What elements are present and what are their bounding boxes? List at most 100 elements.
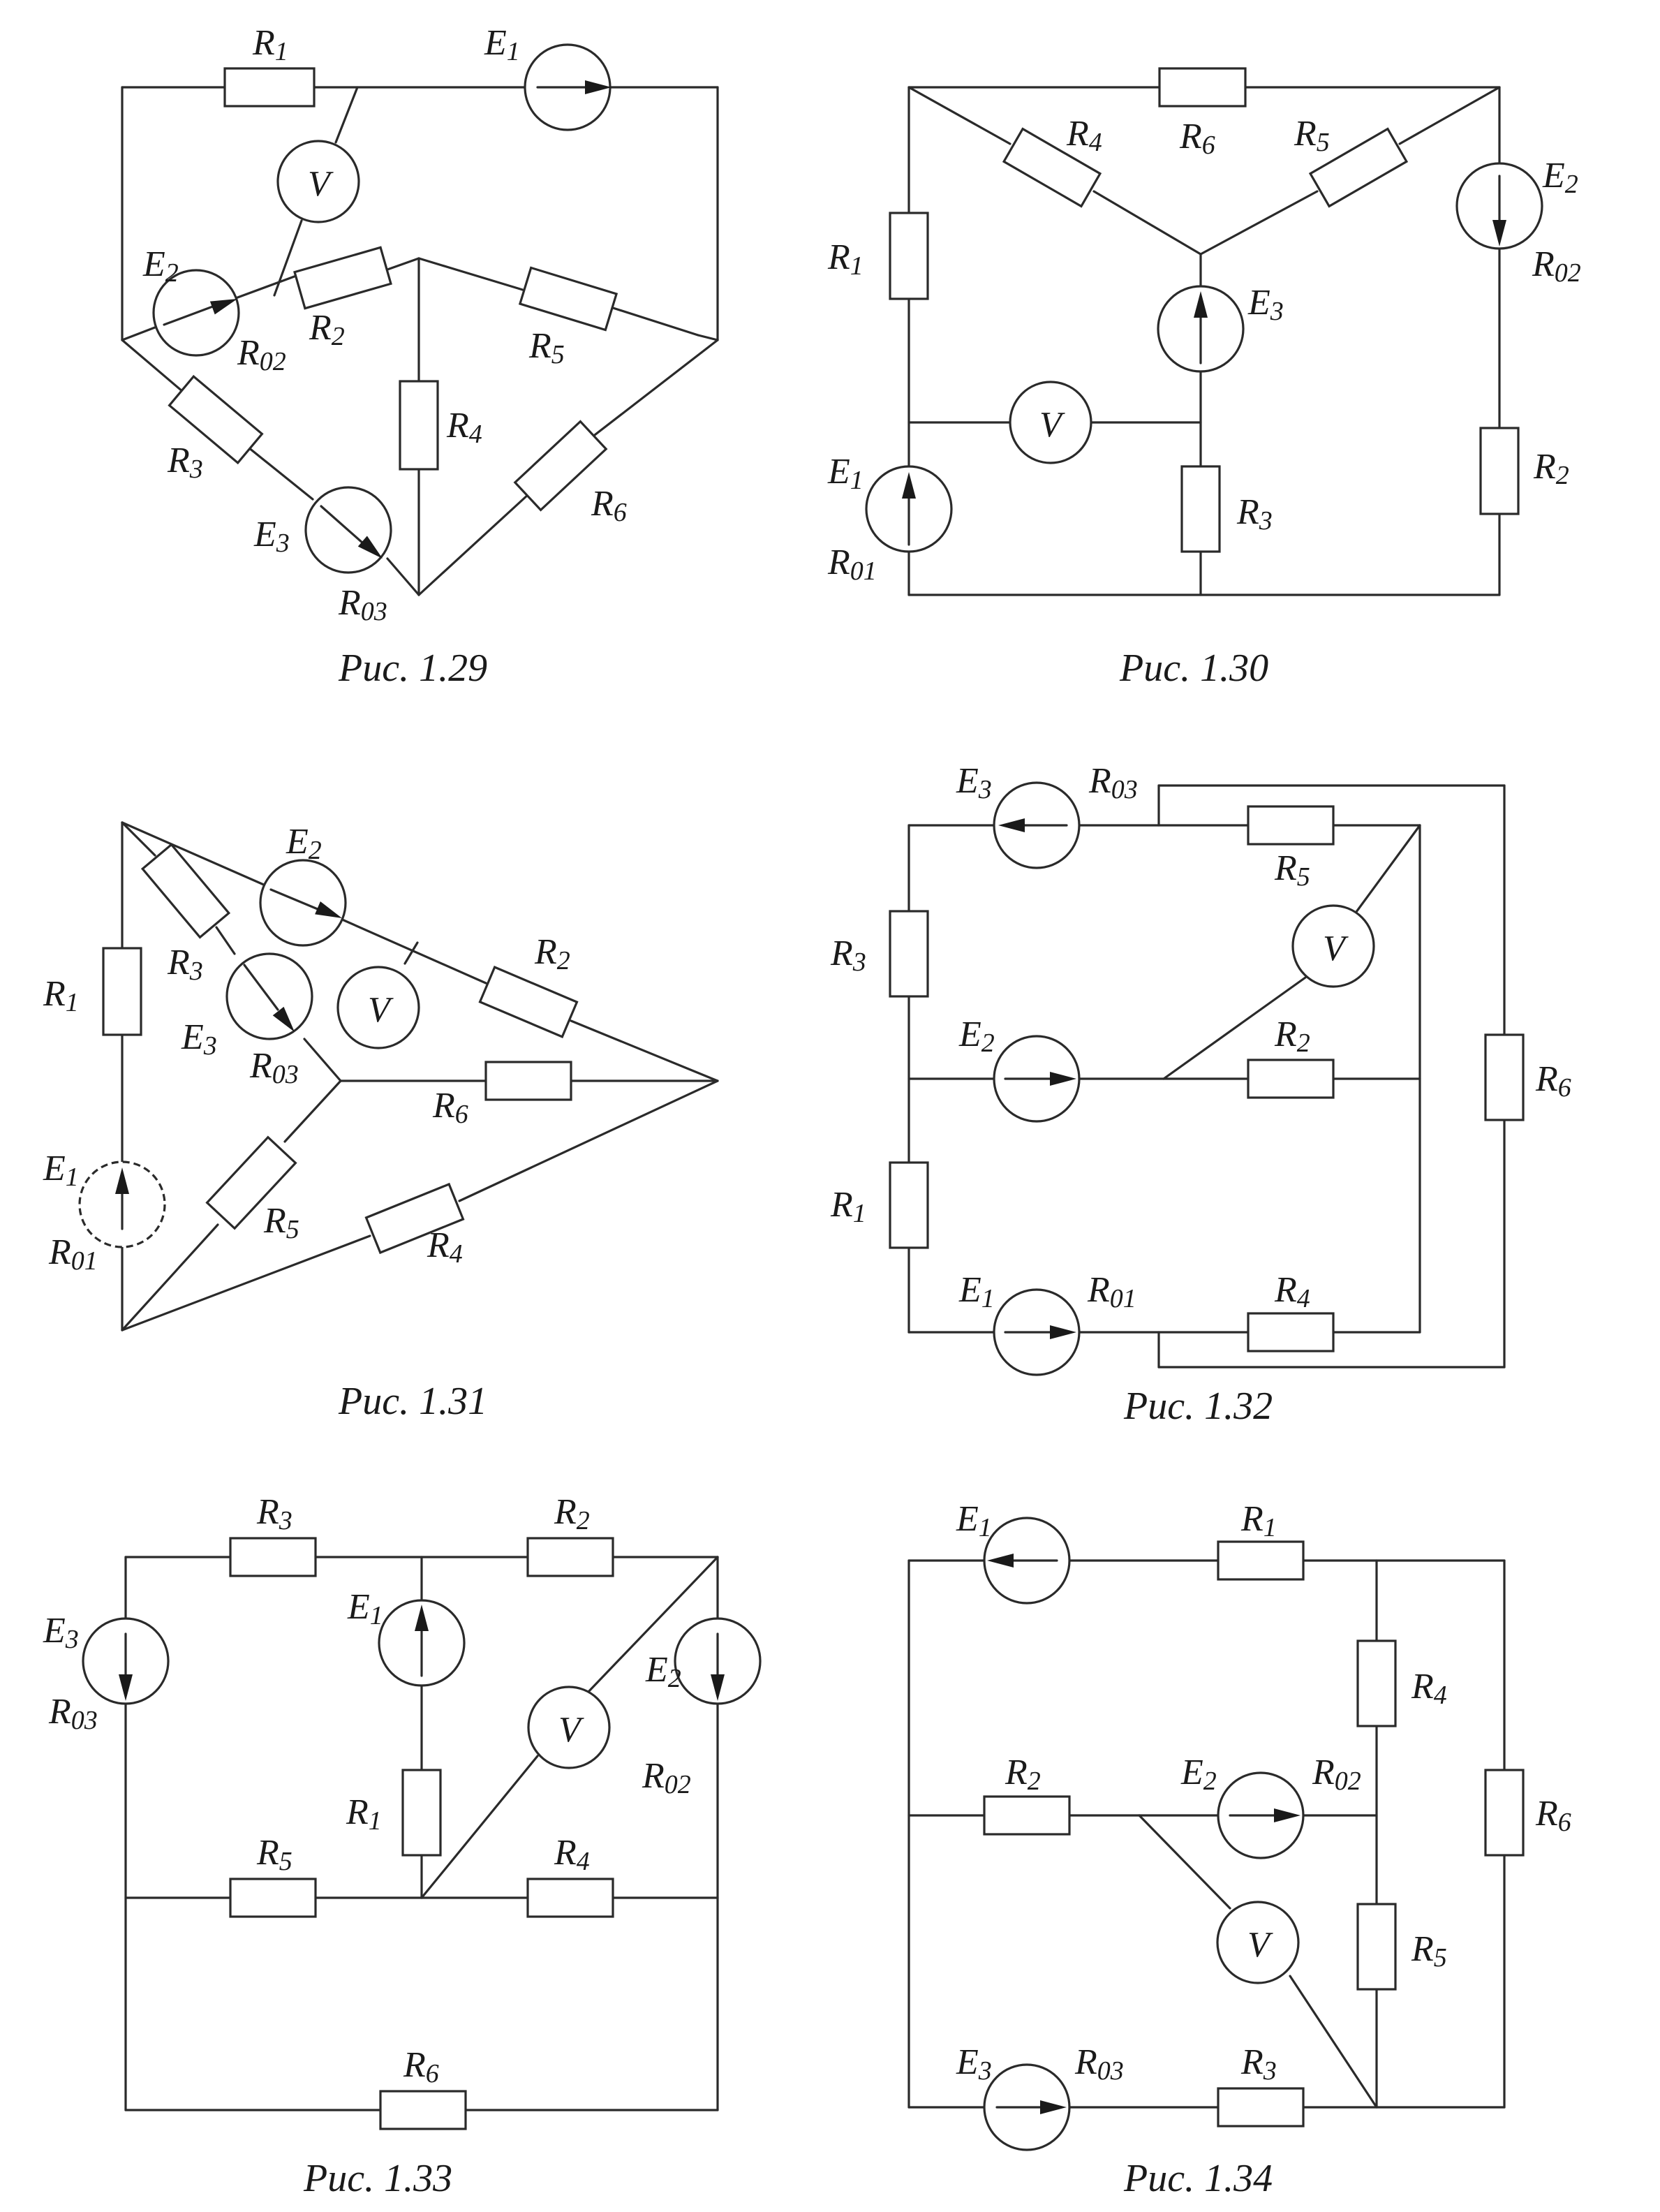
voltmeter [1291,904,1375,988]
resistor [223,67,316,108]
caption-1-32: Рис. 1.32 [1123,1385,1273,1428]
voltmeter [1216,1901,1300,1984]
resistor [526,1537,614,1577]
label-e3: E3 [956,761,992,804]
resistor [1180,465,1221,553]
label-r3: R3 [167,441,203,484]
label-r4: R4 [446,406,482,449]
label-r01: R01 [827,543,877,586]
emf-source [304,486,392,574]
label-r02: R02 [1532,244,1581,288]
label-e1: E1 [484,23,520,66]
resistor [140,843,231,939]
caption-1-30: Рис. 1.30 [1119,647,1268,690]
label-r03: R03 [1074,2042,1124,2086]
label-e3: E3 [43,1611,79,1654]
resistor [1484,1033,1525,1121]
label-r6: R6 [1535,1794,1571,1837]
label-v: V [1247,1925,1273,1965]
emf-source [993,1288,1081,1376]
emf-source [378,1599,466,1687]
emf-source [524,43,612,131]
label-r5: R5 [263,1201,299,1244]
emf-source [993,1035,1081,1123]
label-e1: E1 [43,1149,79,1192]
resistor [364,1182,465,1255]
resistor [1479,427,1520,515]
resistor [168,374,264,465]
label-r2: R2 [1005,1753,1041,1796]
label-r03: R03 [1088,761,1138,804]
emf-source [983,2063,1071,2151]
label-e1: E1 [958,1270,995,1313]
figure-1-34: E1 R1 R4 R2 E2 R02 R6 V R5 E3 R03 R3 Рис… [907,1499,1571,2200]
resistor [229,1878,317,1918]
label-e3: E3 [1247,283,1284,326]
label-r1: R1 [43,974,79,1017]
resistor [1247,805,1335,846]
label-r02: R02 [237,333,286,376]
label-r6: R6 [591,484,627,527]
resistor [1356,1639,1397,1727]
resistor [401,1769,442,1857]
resistor [1217,2087,1305,2128]
emf-source [225,952,313,1040]
resistor [205,1135,297,1230]
label-r4: R4 [1066,114,1102,157]
label-r6: R6 [1179,117,1215,160]
emf-source [865,465,953,553]
resistor [983,1795,1071,1836]
label-r01: R01 [1087,1270,1136,1313]
label-r5: R5 [256,1833,292,1876]
figure-1-32: E3 R03 R5 R3 V E2 R2 R6 R1 E1 R01 R4 Рис… [830,761,1571,1428]
label-r02: R02 [642,1756,691,1799]
resistor [379,2090,467,2130]
figure-1-29: R1 E1 V E2 R02 R2 R5 R4 R3 E3 R6 R03 Рис… [121,23,719,690]
label-r3: R3 [1236,492,1273,536]
label-r3: R3 [1240,2042,1277,2086]
label-v: V [558,1710,584,1750]
resistor [889,910,929,998]
resistor [1484,1769,1525,1857]
emf-source [82,1617,170,1705]
resistor [1247,1312,1335,1352]
label-r03: R03 [338,583,387,626]
emf-source [259,859,347,947]
resistor [889,212,929,300]
voltmeter [276,140,360,223]
wires [121,86,719,596]
label-r3: R3 [167,943,203,986]
label-r3: R3 [830,934,866,977]
label-r3: R3 [256,1492,292,1535]
figure-1-30: R4 R6 R5 E2 R02 R1 E3 V R2 E1 R3 R01 Рис… [827,67,1581,690]
label-e1: E1 [347,1587,383,1630]
label-e2: E2 [1180,1753,1217,1796]
caption-1-34: Рис. 1.34 [1123,2157,1273,2200]
label-r1: R1 [830,1185,866,1228]
label-e2: E2 [645,1650,681,1693]
label-v: V [1323,929,1349,968]
resistor [1356,1903,1397,1991]
caption-1-31: Рис. 1.31 [338,1380,487,1423]
label-r2: R2 [1274,1015,1310,1058]
emf-source [1455,162,1543,250]
resistor [484,1061,572,1101]
figure-1-33: R3 R2 E1 E3 E2 R03 V R02 R1 R5 R4 R6 Рис… [43,1492,762,2200]
label-r1: R1 [827,237,864,281]
wires [907,784,1506,1369]
resistor [1217,1540,1305,1581]
label-e2: E2 [1542,156,1578,199]
label-r5: R5 [528,326,565,369]
label-r03: R03 [48,1692,98,1735]
label-e2: E2 [142,244,179,288]
resistor [1308,127,1409,208]
resistor [1158,67,1247,108]
voltmeter [1009,381,1092,464]
wires [124,1556,719,2111]
label-r02: R02 [1312,1753,1361,1796]
resistor [1247,1059,1335,1099]
label-r2: R2 [1533,447,1569,490]
label-v: V [308,164,334,204]
resistor [513,420,608,512]
